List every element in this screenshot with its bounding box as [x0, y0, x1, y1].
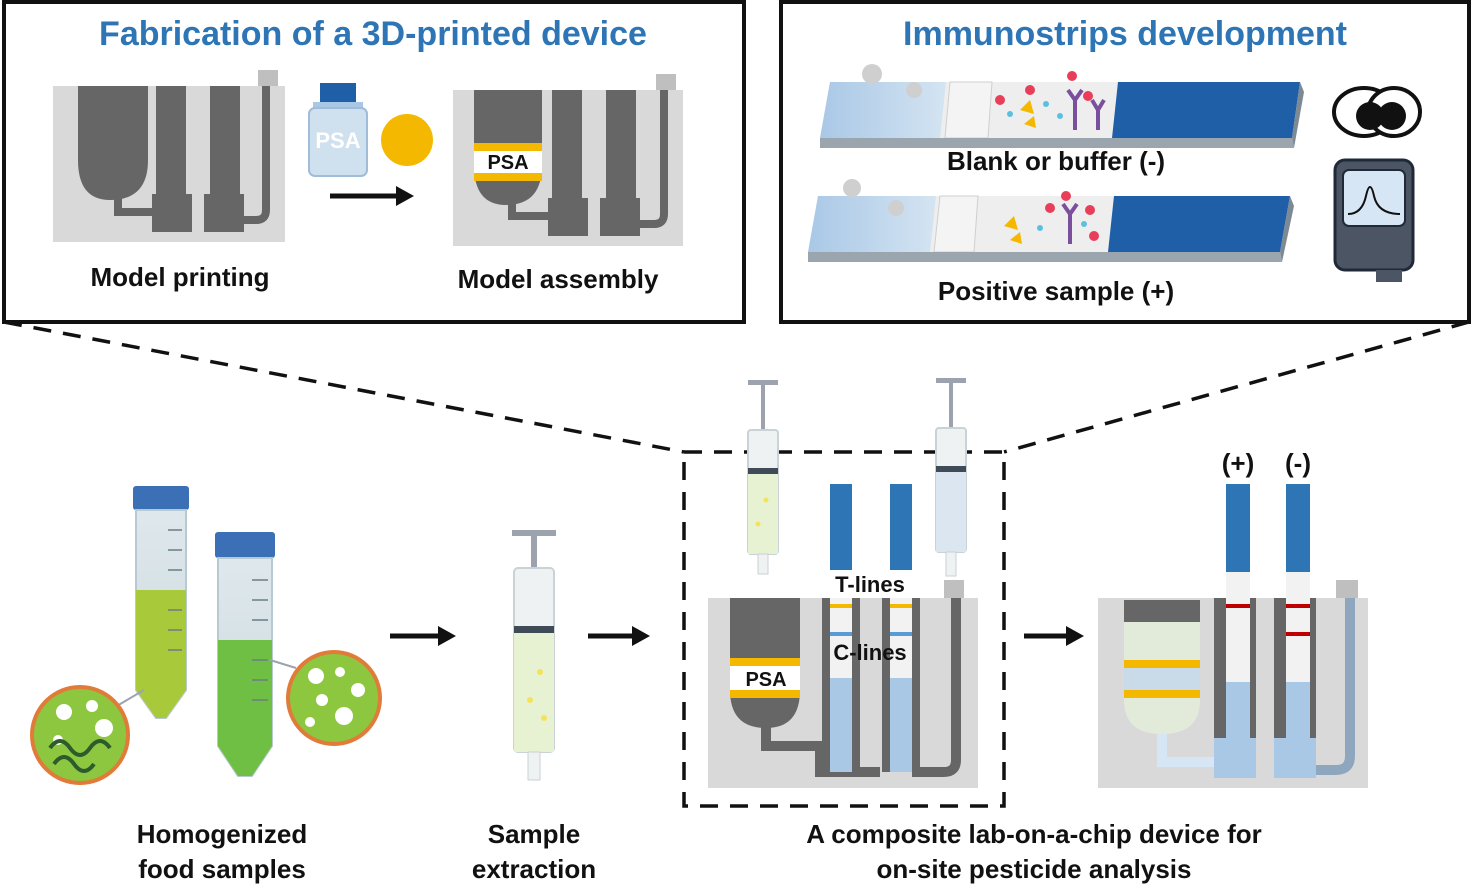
negative-label: (-)	[1285, 448, 1311, 478]
samples-label-line1: Homogenized	[137, 819, 307, 849]
zoom-box	[682, 450, 1006, 808]
sample-magnifier-right	[269, 650, 382, 746]
result-device: (+) (-)	[1098, 448, 1368, 788]
bottle-psa-text: PSA	[315, 128, 360, 153]
c-lines-label: C-lines	[833, 640, 906, 665]
syringe-icon	[747, 380, 779, 575]
model-printing-label: Model printing	[90, 262, 269, 292]
syringe-icon	[512, 530, 556, 781]
sample-magnifier-left	[30, 685, 145, 785]
samples-label-line2: food samples	[138, 854, 306, 884]
blank-buffer-label: Blank or buffer (-)	[947, 146, 1165, 176]
positive-label: (+)	[1222, 448, 1255, 478]
eyes-icon	[1332, 86, 1422, 138]
device-label-line2: on-site pesticide analysis	[876, 854, 1191, 884]
centrifuge-tubes	[133, 486, 275, 777]
device-psa-text: PSA	[745, 669, 786, 691]
positive-sample-label: Positive sample (+)	[938, 276, 1174, 306]
antibody-cluster-icon	[995, 71, 1106, 130]
immunostrips-title: Immunostrips development	[903, 15, 1347, 53]
psa-bottle-icon: PSA	[308, 83, 368, 177]
arrow-icon	[588, 626, 650, 646]
t-line-negative	[1286, 604, 1310, 608]
fabrication-title: Fabrication of a 3D-printed device	[99, 15, 647, 53]
extraction-label-line2: extraction	[472, 854, 596, 884]
zoom-lines	[3, 320, 1470, 808]
syringe-icon	[935, 378, 967, 577]
assembled-model-icon: PSA	[453, 74, 683, 246]
immunostrip-positive	[808, 179, 1294, 262]
yellow-bead-icon	[381, 114, 433, 166]
arrow-icon	[330, 186, 414, 206]
c-line-negative	[1286, 632, 1310, 636]
immunostrips-panel: Immunostrips development	[779, 0, 1471, 324]
composite-device: PSA T-lines C-lines	[708, 378, 978, 788]
extraction-label-line1: Sample	[488, 819, 581, 849]
model-assembly-label: Model assembly	[458, 264, 659, 294]
fabrication-panel: Fabrication of a 3D-printed device Model…	[2, 0, 746, 324]
antibody-cluster-icon	[1004, 191, 1099, 244]
t-line-positive	[1226, 604, 1250, 608]
immunostrip-negative	[820, 64, 1304, 148]
strip-reader-icon	[1333, 158, 1415, 282]
device-label-line1: A composite lab-on-a-chip device for	[806, 819, 1262, 849]
t-lines-label: T-lines	[835, 572, 905, 597]
assembly-psa-text: PSA	[487, 152, 528, 174]
arrow-icon	[1024, 626, 1084, 646]
printed-model-icon	[53, 70, 285, 242]
arrow-icon	[390, 626, 456, 646]
